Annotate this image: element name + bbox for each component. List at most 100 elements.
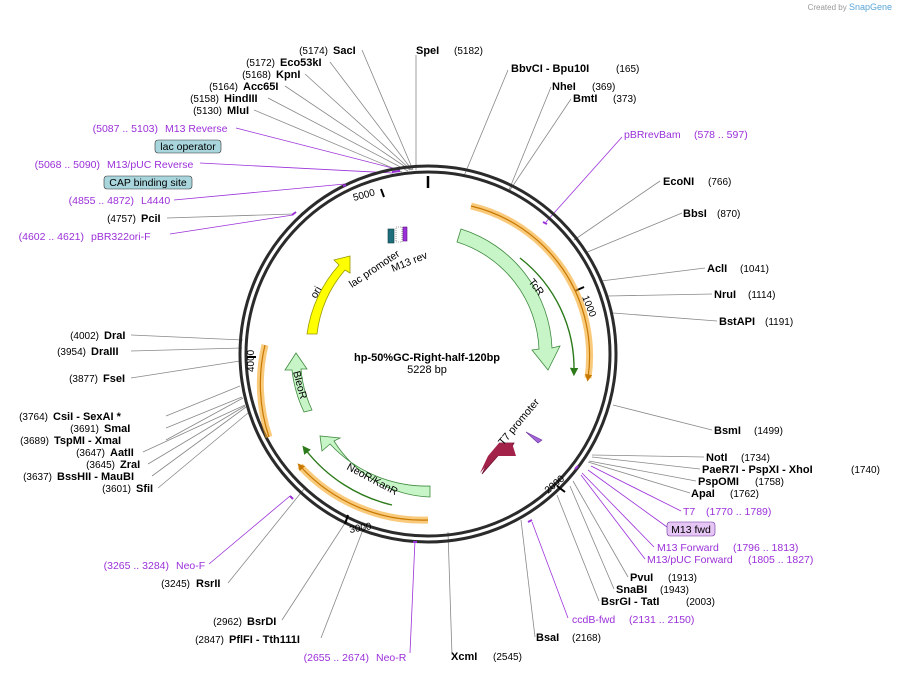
site-pos: (2003) xyxy=(686,597,715,608)
site-pos: (3645) xyxy=(86,460,115,471)
backbone-outer xyxy=(238,164,618,544)
boxed-cap-binding-site: CAP binding site xyxy=(109,177,187,189)
site-pos: (766) xyxy=(708,177,731,188)
plasmid-length: 5228 bp xyxy=(407,364,447,376)
site-name: BsaI xyxy=(536,632,559,644)
site-name: RsrII xyxy=(196,578,220,590)
site-pos: (3764) xyxy=(19,412,48,423)
left-site-labels: (5174) SacI (5172) Eco53kI (5168) KpnI (… xyxy=(19,45,356,646)
plasmid-name: hp-50%GC-Right-half-120bp xyxy=(354,352,500,364)
site-pos: (2545) xyxy=(493,652,522,663)
primer-name: M13/pUC Forward xyxy=(647,554,733,566)
primer-name: ccdB-fwd xyxy=(572,614,615,626)
site-name: ApaI xyxy=(691,488,715,500)
site-pos: (1762) xyxy=(730,489,759,500)
site-name: Eco53kI xyxy=(280,57,322,69)
site-name: NheI xyxy=(552,81,576,93)
site-name: PflFI - Tth111I xyxy=(229,634,300,646)
site-pos: (1041) xyxy=(740,264,769,275)
primer-pos: (2655 .. 2674) xyxy=(304,652,369,664)
feature-cap-marker xyxy=(387,228,395,244)
site-name: PaeR7I - PspXI - XhoI xyxy=(702,464,813,476)
site-pos: (3637) xyxy=(23,472,52,483)
site-pos: (1943) xyxy=(660,585,689,596)
primer-name: M13 Forward xyxy=(657,542,719,554)
primer-pos: (1805 .. 1827) xyxy=(748,554,813,566)
site-name: KpnI xyxy=(276,69,300,81)
site-pos: (1740) xyxy=(851,465,880,476)
site-name: DraIII xyxy=(91,346,119,358)
site-pos: (3877) xyxy=(69,374,98,385)
site-pos: (369) xyxy=(592,82,615,93)
backbone-inner xyxy=(244,170,612,538)
primer-pos: (5068 .. 5090) xyxy=(35,159,100,171)
site-name: XcmI xyxy=(451,651,477,663)
feature-ori-label: ori xyxy=(308,284,324,300)
primer-name: Neo-F xyxy=(176,560,205,572)
right-site-labels: SpeI (5182) BbvCI - Bpu10I (165) NheI (3… xyxy=(416,45,880,663)
site-name: PvuI xyxy=(630,572,653,584)
credit-prefix: Created by xyxy=(807,3,847,12)
site-name: PciI xyxy=(141,213,161,225)
tick-5000: 5000 xyxy=(352,187,377,203)
site-name: NruI xyxy=(714,289,736,301)
site-name: TspMI - XmaI xyxy=(54,435,121,447)
primer-pos: (4855 .. 4872) xyxy=(69,195,134,207)
site-pos: (5130) xyxy=(193,106,222,117)
feature-ori xyxy=(306,255,351,335)
primer-pos: (578 .. 597) xyxy=(694,129,748,141)
feature-neor-label: NeoR/KanR xyxy=(345,461,400,498)
site-name: SacI xyxy=(333,45,356,57)
primer-pos: (5087 .. 5103) xyxy=(93,123,158,135)
primer-pos: (1770 .. 1789) xyxy=(706,506,771,518)
feature-bleor-label: BleoR xyxy=(290,370,309,401)
site-name: HindIII xyxy=(224,93,258,105)
site-pos: (5164) xyxy=(209,82,238,93)
site-pos: (3601) xyxy=(102,484,131,495)
site-name: NotI xyxy=(706,452,727,464)
credit-brand: SnapGene xyxy=(848,2,892,12)
site-name: SfiI xyxy=(136,483,153,495)
primer-labels: (5087 .. 5103) M13 Reverse (5068 .. 5090… xyxy=(19,123,814,664)
site-pos: (373) xyxy=(613,94,636,105)
site-pos: (3689) xyxy=(20,436,49,447)
site-name: BstAPI xyxy=(719,316,755,328)
site-pos: (2847) xyxy=(195,635,224,646)
tick-3000: 3000 xyxy=(349,521,373,536)
site-name: AatII xyxy=(110,447,134,459)
site-pos: (3954) xyxy=(57,347,86,358)
site-name: BssHII - MauBI xyxy=(57,471,134,483)
site-pos: (1758) xyxy=(755,477,784,488)
primer-pos: (1796 .. 1813) xyxy=(733,542,798,554)
site-name: BsrGI - TatI xyxy=(601,596,659,608)
feature-m13rev-marker xyxy=(402,226,408,242)
feature-tcr xyxy=(456,228,561,371)
site-name: BbsI xyxy=(683,208,707,220)
boxed-m13-fwd: M13 fwd xyxy=(671,524,711,536)
feature-bleor xyxy=(284,352,313,413)
primer-name: M13/pUC Reverse xyxy=(107,159,194,171)
primer-pos: (4602 .. 4621) xyxy=(19,231,84,243)
site-pos: (3691) xyxy=(70,424,99,435)
feature-lac-operator-marker xyxy=(395,226,403,243)
site-name: ZraI xyxy=(120,459,140,471)
site-name: BsmI xyxy=(714,425,741,437)
site-pos: (4002) xyxy=(70,331,99,342)
site-name: MluI xyxy=(227,105,249,117)
site-pos: (870) xyxy=(717,209,740,220)
site-name: SpeI xyxy=(416,45,439,57)
primer-name: T7 xyxy=(683,506,695,518)
site-name: SnaBI xyxy=(616,584,647,596)
site-pos: (5158) xyxy=(190,94,219,105)
site-pos: (3647) xyxy=(76,448,105,459)
site-name: PspOMI xyxy=(698,476,739,488)
site-name: EcoNI xyxy=(663,176,694,188)
primer-name: pBR322ori-F xyxy=(91,231,151,243)
site-pos: (5182) xyxy=(454,46,483,57)
site-pos: (2962) xyxy=(213,617,242,628)
site-name: AclI xyxy=(707,263,727,275)
site-pos: (165) xyxy=(616,64,639,75)
site-name: CsiI - SexAI * xyxy=(53,411,122,423)
site-pos: (5174) xyxy=(299,46,328,57)
